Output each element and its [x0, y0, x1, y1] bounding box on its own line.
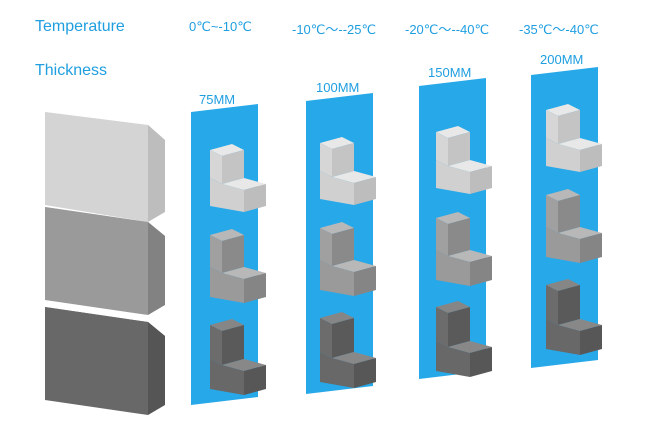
temperature-range-4: -35℃～-40℃ [519, 22, 599, 37]
light-board [45, 112, 165, 222]
thickness-label-3: 150MM [428, 65, 472, 80]
dark-board [45, 307, 165, 415]
thickness-row-label: Thickness [35, 62, 108, 79]
temperature-range-3: -20℃～--40℃ [405, 22, 490, 37]
temperature-row-label: Temperature [35, 18, 125, 35]
medium-board [45, 207, 165, 315]
thickness-label-4: 200MM [540, 52, 584, 67]
thickness-label-2: 100MM [316, 80, 360, 95]
temperature-range-1: 0℃~-10℃ [189, 19, 252, 34]
thickness-label-1: 75MM [199, 92, 236, 107]
temperature-range-2: -10℃～--25℃ [292, 22, 377, 37]
